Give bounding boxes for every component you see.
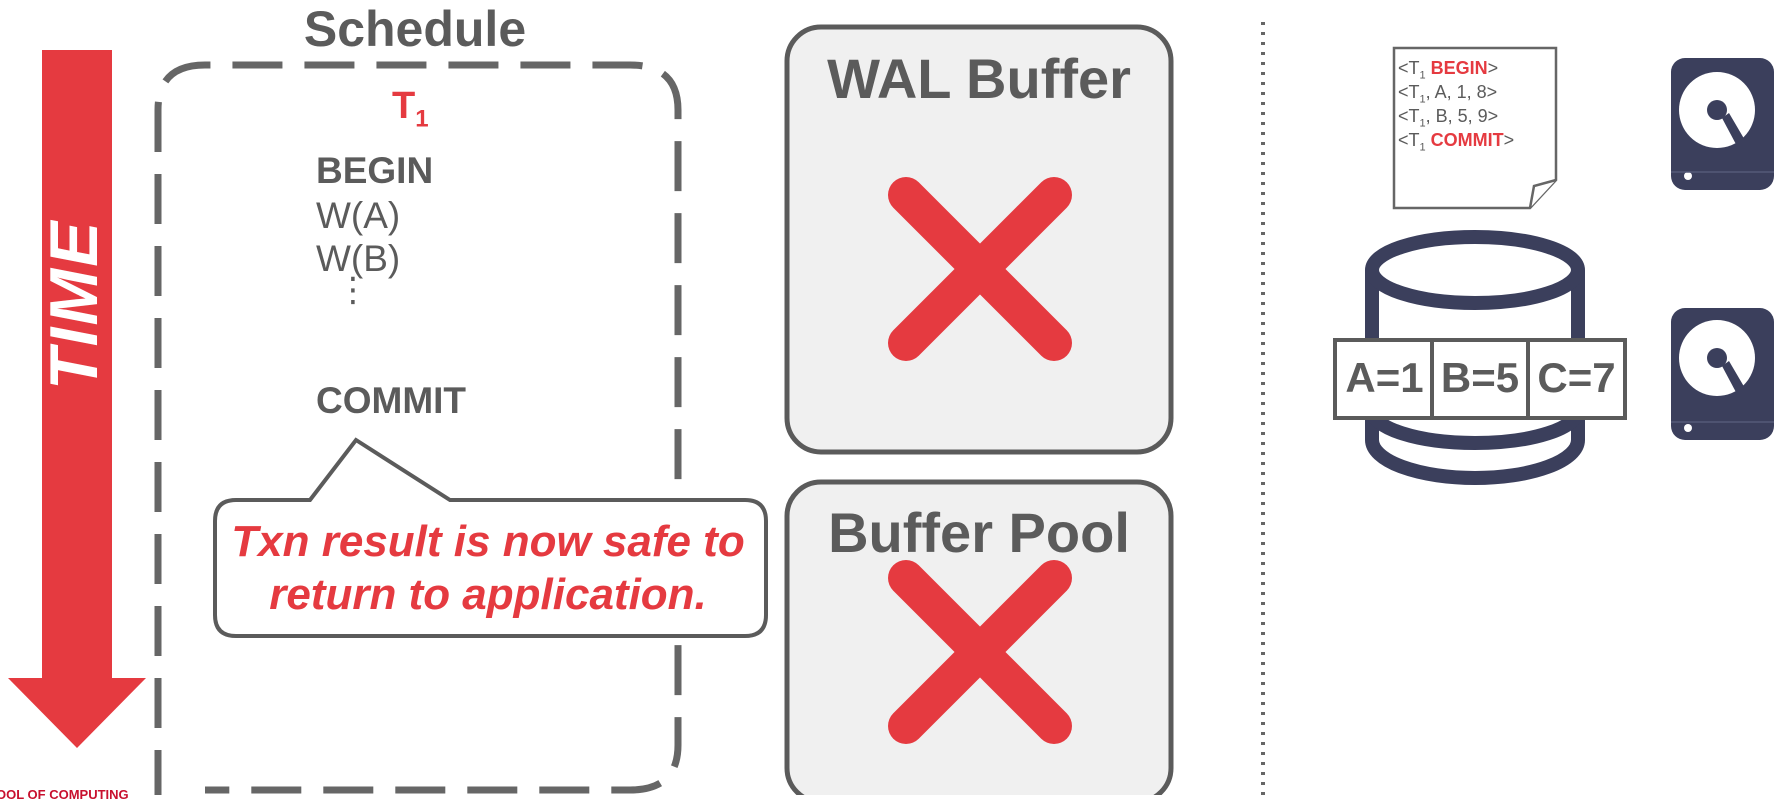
log-line-commit: <T1 COMMIT> <box>1398 130 1515 154</box>
op-write-b: W(B) <box>316 238 401 279</box>
op-commit: COMMIT <box>316 380 467 421</box>
time-arrow <box>8 50 146 748</box>
log-line-write-a: <T1, A, 1, 8> <box>1398 82 1498 106</box>
schedule-frame <box>154 61 682 795</box>
callout-text: Txn result is now safe to return to appl… <box>218 515 758 621</box>
callout-line-2: return to application. <box>269 570 707 619</box>
op-begin: BEGIN <box>316 150 434 191</box>
txn-label: T1 <box>392 85 429 133</box>
log-line-begin: <T1 BEGIN> <box>1398 58 1499 82</box>
log-file-icon <box>1392 46 1558 210</box>
time-label: TIME <box>36 219 112 390</box>
x-mark-icon <box>888 177 1072 361</box>
db-cell-a: A=1 <box>1345 354 1424 401</box>
op-write-a: W(A) <box>316 195 401 236</box>
hard-disk-icon <box>1671 58 1774 190</box>
db-cell-b: B=5 <box>1440 354 1520 401</box>
callout-line-1: Txn result is now safe to <box>231 517 745 566</box>
schedule-title: Schedule <box>303 1 527 57</box>
wal-buffer-title: WAL Buffer <box>827 47 1131 110</box>
x-mark-icon <box>888 560 1072 744</box>
callout-bubble <box>213 437 768 638</box>
wal-buffer-box <box>784 24 1174 455</box>
buffer-pool-title: Buffer Pool <box>828 501 1130 564</box>
ellipsis: ⋮ <box>336 271 370 309</box>
database-cell-strip <box>1333 338 1627 420</box>
log-line-write-b: <T1, B, 5, 9> <box>1398 106 1499 130</box>
db-cell-c: C=7 <box>1537 354 1616 401</box>
hard-disk-icon <box>1671 308 1774 440</box>
